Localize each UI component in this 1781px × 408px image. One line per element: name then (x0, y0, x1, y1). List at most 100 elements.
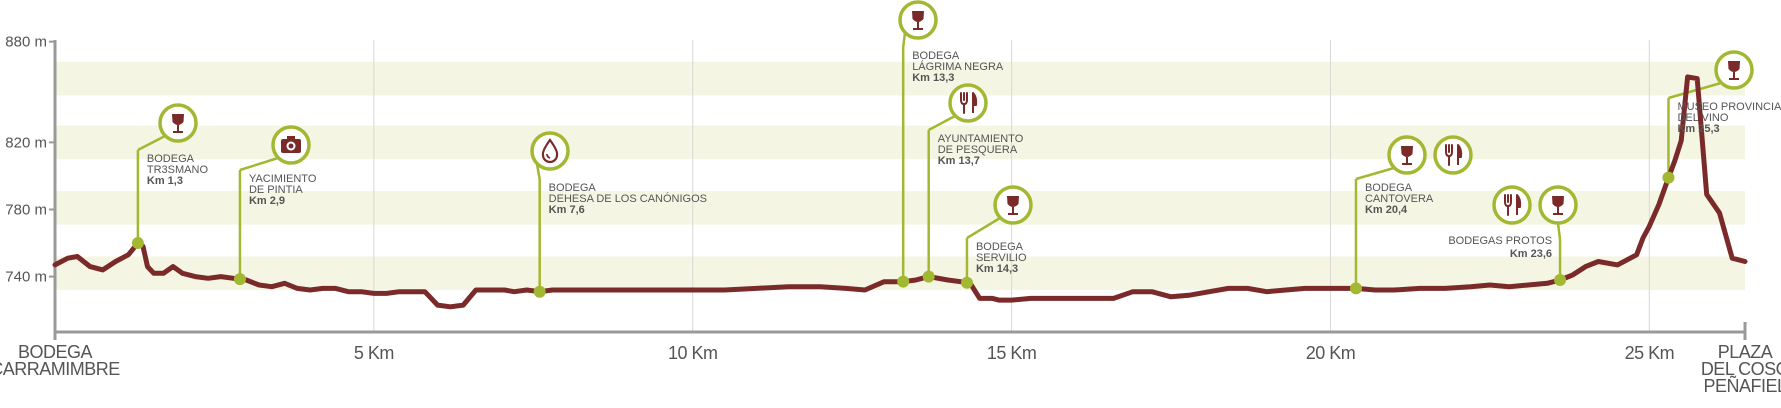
camera-lens (288, 143, 294, 149)
wine-icon[interactable] (1387, 135, 1427, 175)
wine-icon[interactable] (993, 185, 1033, 225)
knife (1457, 144, 1463, 165)
camera-top (287, 136, 295, 140)
poi-km-label: Km 13,7 (938, 155, 980, 167)
icon-ring (948, 83, 988, 123)
poi-name-line: BODEGA (912, 50, 960, 62)
end-label-line: PEÑAFIEL (1703, 375, 1781, 396)
fork (1445, 144, 1453, 166)
poi-name-line: DE PESQUERA (938, 144, 1018, 156)
icon-ring (1433, 135, 1473, 175)
elevation-line (52, 74, 1748, 310)
x-tick-label: 5 Km (354, 343, 394, 363)
cutlery-icon[interactable] (1492, 185, 1532, 225)
drop-outline (541, 138, 559, 164)
x-tick-label: 20 Km (1306, 343, 1356, 363)
poi-callout-diagonal (1668, 81, 1722, 100)
knife (972, 92, 978, 113)
poi-marker (897, 275, 910, 288)
wine-glass-bowl (172, 114, 184, 125)
poi-km-label: Km 20,4 (1365, 204, 1408, 216)
axes (53, 40, 1747, 340)
poi-marker (233, 273, 246, 286)
wine-icon[interactable] (158, 103, 198, 143)
wine-glass-bowl (1007, 196, 1019, 207)
knife (1516, 194, 1522, 215)
x-tick-label: 10 Km (668, 343, 718, 363)
camera-icon[interactable] (271, 125, 311, 165)
wine-icon[interactable] (898, 0, 938, 40)
wine-icon[interactable] (1714, 50, 1754, 90)
poi-name-line: BODEGA (1365, 182, 1413, 194)
poi-callout-diagonal (535, 163, 541, 180)
wine-glass-bowl (1728, 61, 1740, 72)
poi-km-label: Km 7,6 (549, 204, 585, 216)
poi-name-line: BODEGA (147, 153, 195, 165)
y-tick-label: 740 m (5, 269, 47, 286)
poi-callout-diagonal (928, 114, 956, 132)
poi-marker (1349, 282, 1362, 295)
poi-name-line: CANTOVERA (1365, 193, 1434, 205)
drop-shine (546, 153, 551, 159)
poi-name-line: TR3SMANO (147, 164, 209, 176)
poi-callout-diagonal (137, 134, 166, 152)
poi-name-line: SERVILIO (976, 252, 1027, 264)
x-tick-label: 25 Km (1625, 343, 1675, 363)
poi-marker (131, 237, 144, 250)
poi-km-label: Km 1,3 (147, 175, 183, 187)
start-label-line: CARRAMIMBRE (0, 359, 120, 379)
icon-ring (530, 131, 570, 171)
cutlery-icon[interactable] (1433, 135, 1473, 175)
poi-km-label: Km 14,3 (976, 263, 1018, 275)
poi-marker (1662, 171, 1675, 184)
y-tick-label: 880 m (5, 34, 47, 51)
wine-glass-bowl (1401, 146, 1413, 157)
poi-marker (960, 276, 973, 289)
poi-callout-diagonal (239, 156, 279, 172)
icon-ring (1492, 185, 1532, 225)
poi-name-line: BODEGA (549, 182, 597, 194)
elevation-line-group (52, 74, 1748, 310)
wine-icon[interactable] (1538, 185, 1578, 225)
cutlery-icon[interactable] (948, 83, 988, 123)
wine-glass-bowl (1552, 196, 1564, 207)
poi-callout-lines (136, 32, 1722, 292)
poi-callout-diagonal (966, 216, 1001, 240)
water-drop-icon[interactable] (530, 131, 570, 171)
poi-km-label: Km 23,6 (1510, 248, 1552, 260)
poi-marker (922, 270, 935, 283)
poi-name-line: AYUNTAMIENTO (938, 133, 1024, 145)
poi-marker (533, 285, 546, 298)
end-label-line: PLAZA (1718, 342, 1773, 362)
x-tick-label: 15 Km (987, 343, 1037, 363)
elevation-band (55, 191, 1745, 225)
start-label-line: BODEGA (18, 342, 93, 362)
poi-callout-diagonal (1355, 166, 1395, 181)
poi-km-label: Km 2,9 (249, 195, 285, 207)
poi-callout-diagonal (1556, 222, 1562, 241)
poi-name-line: BODEGAS PROTOS (1448, 235, 1552, 247)
poi-km-label: Km 25,3 (1677, 123, 1719, 135)
poi-callout-diagonal (901, 32, 907, 48)
elevation-band (55, 61, 1745, 96)
fork (1504, 194, 1512, 216)
poi-km-label: Km 13,3 (912, 72, 954, 84)
fork (960, 92, 968, 114)
poi-name-line: MUSEO PROVINCIAL (1677, 101, 1781, 113)
poi-name-line: LÁGRIMA NEGRA (912, 60, 1004, 73)
poi-name-line: DEHESA DE LOS CANÓNIGOS (549, 192, 707, 205)
poi-name-line: DEL VINO (1677, 112, 1728, 124)
